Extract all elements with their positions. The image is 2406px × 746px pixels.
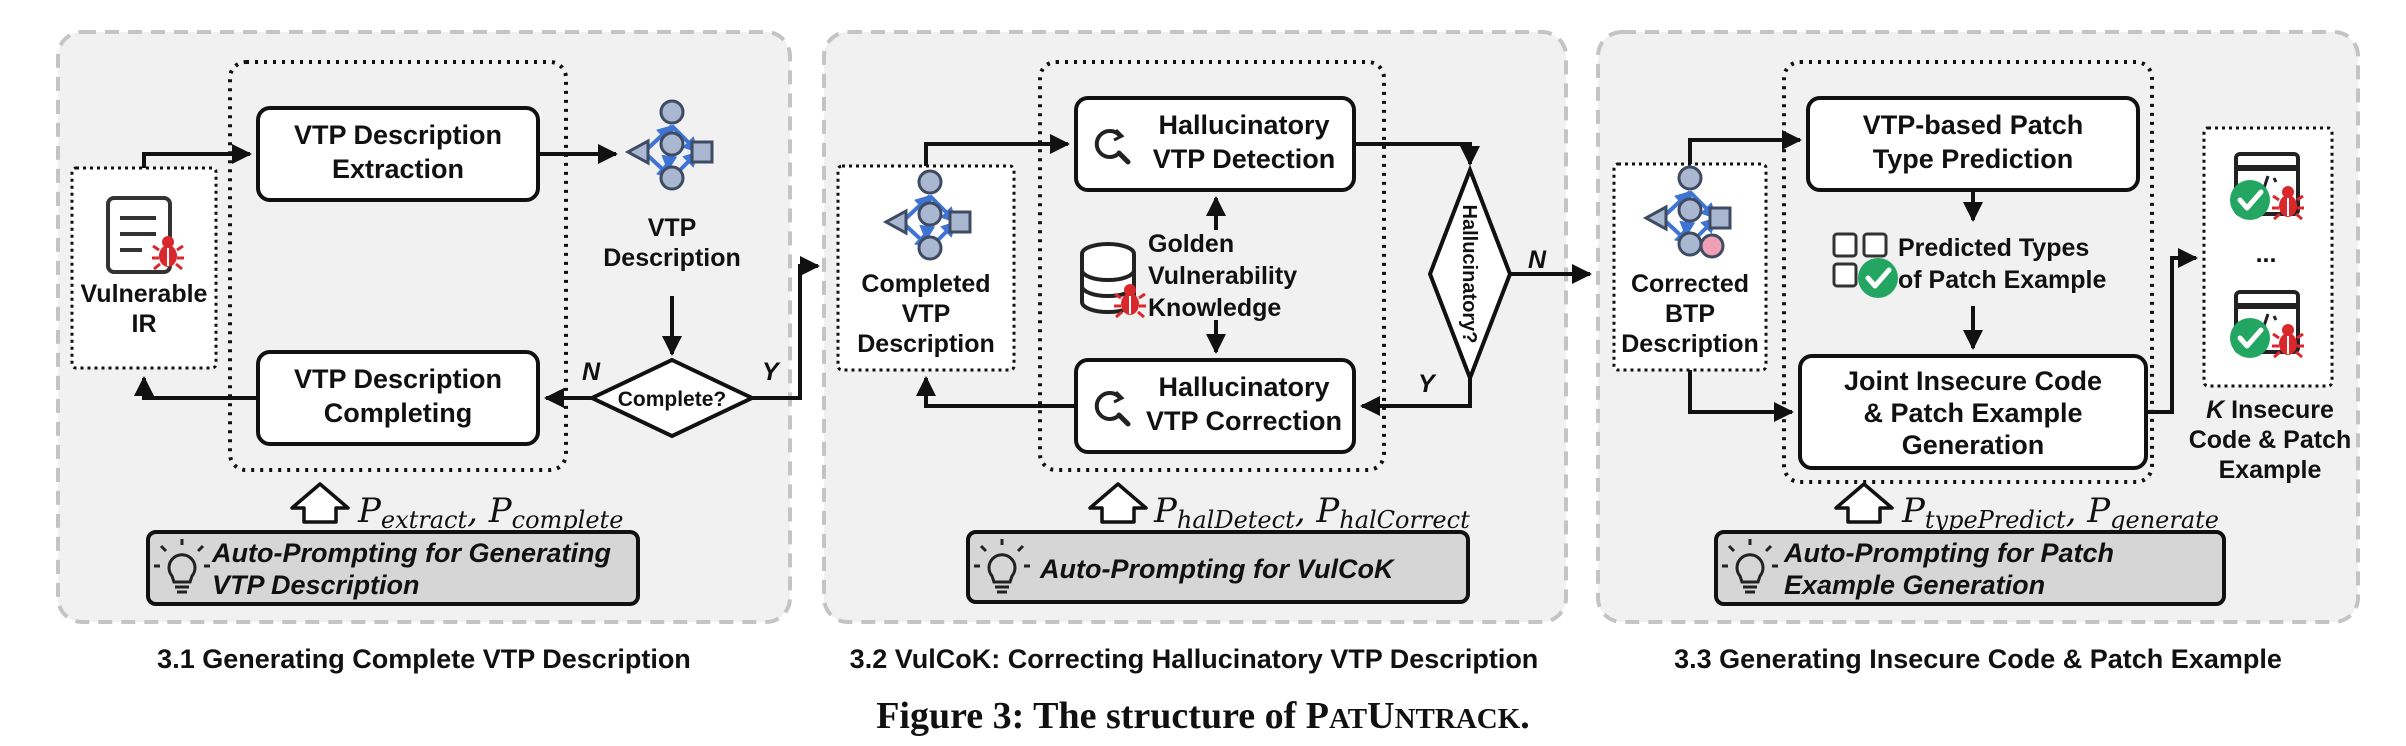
input-label-line-2: IR — [132, 310, 157, 338]
output-line-1: K Insecure — [2206, 396, 2334, 424]
auto-prompt-line-1: Auto-Prompting for VulCoK — [1039, 554, 1396, 584]
box-label-line-2: VTP Correction — [1146, 406, 1342, 436]
panel-caption: 3.3 Generating Insecure Code & Patch Exa… — [1674, 644, 2282, 674]
box-label-line-2: VTP Detection — [1153, 144, 1336, 174]
input-label-line-3: Description — [1621, 330, 1759, 358]
box-label-line-2: & Patch Example — [1863, 398, 2082, 428]
box-label-line-2: Type Prediction — [1873, 144, 2074, 174]
auto-prompt-box — [146, 530, 640, 606]
auto-prompt-line-1: Auto-Prompting for Patch — [1783, 538, 2114, 568]
ellipsis: ... — [2256, 240, 2277, 268]
grid-check-icon — [1832, 232, 1898, 298]
types-line-1: Predicted Types — [1898, 234, 2089, 262]
code-window-icon — [2230, 154, 2304, 220]
auto-prompt-line-1: Auto-Prompting for Generating — [211, 538, 611, 568]
prompt-formula: Pextract, Pcomplete — [357, 491, 623, 534]
auto-prompt-line-2: Example Generation — [1784, 570, 2045, 600]
panel-3-arrows — [1688, 130, 2198, 422]
output-line-3: Example — [2219, 456, 2322, 484]
box-label-line-1: Hallucinatory — [1158, 110, 1329, 140]
decision-label: Complete? — [618, 388, 727, 411]
box-label-line-1: Hallucinatory — [1158, 372, 1329, 402]
panel-2-arrows — [916, 134, 1592, 416]
input-label-line-3: Description — [857, 330, 995, 358]
no-label: N — [1528, 246, 1547, 274]
knowledge-line-2: Vulnerability — [1148, 262, 1297, 290]
box-label-line-2: Completing — [324, 398, 473, 428]
panel-1 — [56, 30, 792, 624]
database-icon — [1080, 242, 1148, 319]
graph-label-line-1: VTP — [648, 214, 697, 242]
prompt-formula: PhalDetect, PhalCorrect — [1153, 491, 1470, 534]
auto-prompt-box — [1714, 530, 2226, 606]
panel-2-module — [1038, 60, 1386, 472]
box-label-line-1: Joint Insecure Code — [1844, 366, 2102, 396]
document-icon — [106, 196, 186, 274]
decision-label: Hallucinatory? — [1458, 205, 1480, 344]
figure-caption: Figure 3: The structure of PATUNTRACK. — [876, 695, 1530, 737]
auto-prompt-box — [966, 530, 1470, 604]
code-window-icon — [2230, 292, 2304, 358]
auto-prompt-line-2: VTP Description — [212, 570, 420, 600]
box-label-line-1: VTP-based Patch — [1863, 110, 2084, 140]
corrected-graph-icon — [1646, 167, 1730, 259]
input-label-line-1: Completed — [861, 270, 990, 298]
panel-1-arrows — [134, 144, 820, 408]
box-label-line-1: VTP Description — [294, 120, 502, 150]
yes-label: Y — [1418, 370, 1437, 398]
input-label-line-1: Vulnerable — [81, 280, 208, 308]
input-label-line-2: BTP — [1665, 300, 1715, 328]
complete-decision — [587, 357, 757, 439]
no-label: N — [582, 358, 601, 386]
knowledge-line-1: Golden — [1148, 230, 1234, 258]
box-label-line-1: VTP Description — [294, 364, 502, 394]
box-label-line-2: Extraction — [332, 154, 464, 184]
panel-caption: 3.2 VulCoK: Correcting Hallucinatory VTP… — [850, 644, 1539, 674]
types-line-2: of Patch Example — [1898, 266, 2106, 294]
prompt-formula: PtypePredict, Pgenerate — [1901, 491, 2219, 534]
box-label-line-3: Generation — [1902, 430, 2045, 460]
knowledge-line-3: Knowledge — [1148, 294, 1281, 322]
panel-caption: 3.1 Generating Complete VTP Description — [157, 644, 691, 674]
graph-label-line-2: Description — [603, 244, 741, 272]
yes-label: Y — [762, 358, 781, 386]
input-label-line-2: VTP — [902, 300, 951, 328]
output-line-2: Code & Patch — [2189, 426, 2352, 454]
input-label-line-1: Corrected — [1631, 270, 1749, 298]
